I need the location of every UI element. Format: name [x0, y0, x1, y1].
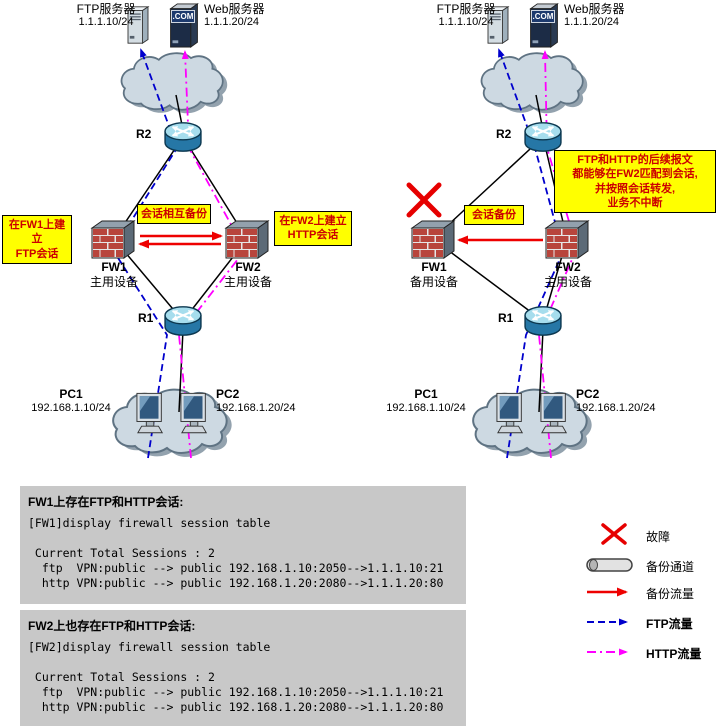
- pc2-name: PC2: [216, 387, 240, 401]
- legend-backup-channel-icon: [586, 558, 633, 572]
- internet-cloud-top-left: [110, 50, 238, 116]
- legend-http-traffic-label: HTTP流量: [646, 647, 702, 661]
- pc1-ip: 192.168.1.10/24: [386, 401, 466, 414]
- pc2-labels-right: PC2 192.168.1.20/24: [576, 387, 686, 416]
- console-fw2-title: FW2上也存在FTP和HTTP会话:: [28, 619, 196, 633]
- fw2-name: FW2: [555, 260, 581, 274]
- ftp-server-label: FTP服务器: [76, 2, 136, 16]
- callout-no-interrupt-note: FTP和HTTP的后续报文 都能够在FW2匹配到会话, 并按照会话转发, 业务不…: [554, 150, 716, 214]
- fw1-labels-right: FW1 备用设备: [404, 260, 464, 289]
- fault-x-icon: [406, 182, 442, 218]
- pc1-labels-left: PC1 192.168.1.10/24: [16, 387, 126, 416]
- pc1-name: PC1: [59, 387, 83, 401]
- fw1-role: 备用设备: [409, 274, 458, 289]
- legend-ftp-traffic-label: FTP流量: [646, 617, 693, 631]
- legend-backup-traffic-icon: [587, 587, 628, 597]
- ftp-server-ip: 1.1.1.10/24: [438, 16, 494, 29]
- web-server-labels-left: Web服务器 1.1.1.20/24: [204, 2, 294, 30]
- router-r2-icon: [162, 120, 204, 154]
- web-server-ip: 1.1.1.20/24: [564, 16, 620, 29]
- pc1-labels-right: PC1 192.168.1.10/24: [366, 387, 486, 416]
- fw1-role: 主用设备: [89, 274, 138, 289]
- fw2-role: 主用设备: [543, 274, 592, 289]
- web-server-icon: [528, 2, 560, 48]
- ftp-server-labels-right: FTP服务器 1.1.1.10/24: [426, 2, 506, 30]
- legend-ftp-traffic-icon: [587, 618, 628, 626]
- fw2-role: 主用设备: [223, 274, 272, 289]
- console-fw1-title: FW1上存在FTP和HTTP会话:: [28, 495, 184, 509]
- legend-fault-icon: [601, 523, 627, 545]
- pc1-name: PC1: [414, 387, 438, 401]
- console-fw2: FW2上也存在FTP和HTTP会话: [FW2]display firewall…: [20, 610, 466, 726]
- router-r1-label-left: R1: [138, 311, 154, 325]
- router-r1-icon: [162, 304, 204, 338]
- firewall-fw1-icon-right: [410, 218, 456, 260]
- pc2-icon-left: [180, 390, 210, 438]
- pc2-labels-left: PC2 192.168.1.20/24: [216, 387, 326, 416]
- router-r2-icon: [522, 120, 564, 154]
- pc1-icon-right: [496, 390, 526, 438]
- ftp-server-ip: 1.1.1.10/24: [78, 16, 134, 29]
- pc2-ip: 192.168.1.20/24: [216, 401, 296, 414]
- pc1-icon-left: [136, 390, 166, 438]
- fw1-name: FW1: [421, 260, 447, 274]
- pc1-ip: 192.168.1.10/24: [31, 401, 111, 414]
- callout-mutual-backup: 会话相互备份: [137, 204, 211, 225]
- firewall-fw2-icon-right: [544, 218, 590, 260]
- firewall-fw2-icon-left: [224, 218, 270, 260]
- fw2-labels-left: FW2 主用设备: [218, 260, 278, 289]
- web-server-label: Web服务器: [204, 2, 265, 16]
- pc2-ip: 192.168.1.20/24: [576, 401, 656, 414]
- web-server-labels-right: Web服务器 1.1.1.20/24: [564, 2, 654, 30]
- ftp-server-label: FTP服务器: [436, 2, 496, 16]
- web-server-label: Web服务器: [564, 2, 625, 16]
- fw1-name: FW1: [101, 260, 127, 274]
- legend-http-traffic-icon: [587, 648, 628, 656]
- console-fw2-output: [FW2]display firewall session table Curr…: [28, 640, 444, 714]
- router-r1-label-right: R1: [498, 311, 514, 325]
- web-server-ip: 1.1.1.20/24: [204, 16, 260, 29]
- ftp-server-labels-left: FTP服务器 1.1.1.10/24: [66, 2, 146, 30]
- web-server-icon: [168, 2, 200, 48]
- console-fw1: FW1上存在FTP和HTTP会话: [FW1]display firewall …: [20, 486, 466, 604]
- legend-backup-channel-label: 备份通道: [646, 560, 695, 574]
- console-fw1-output: [FW1]display firewall session table Curr…: [28, 516, 444, 590]
- callout-session-backup: 会话备份: [464, 205, 524, 226]
- router-r2-label-left: R2: [136, 127, 152, 141]
- pc2-icon-right: [540, 390, 570, 438]
- legend-backup-traffic-label: 备份流量: [646, 587, 695, 601]
- callout-http-session: 在FW2上建立 HTTP会话: [274, 211, 352, 246]
- legend-fault-label: 故障: [646, 530, 671, 544]
- router-r1-icon: [522, 304, 564, 338]
- web-server-com-badge: .COM: [171, 10, 195, 23]
- firewall-fw1-icon-left: [90, 218, 136, 260]
- router-r2-label-right: R2: [496, 127, 512, 141]
- pc2-name: PC2: [576, 387, 600, 401]
- fw2-labels-right: FW2 主用设备: [538, 260, 598, 289]
- fw1-labels-left: FW1 主用设备: [84, 260, 144, 289]
- web-server-com-badge: .COM: [531, 10, 555, 23]
- fw2-name: FW2: [235, 260, 261, 274]
- callout-ftp-session: 在FW1上建立 FTP会话: [2, 215, 72, 264]
- internet-cloud-top-right: [470, 50, 598, 116]
